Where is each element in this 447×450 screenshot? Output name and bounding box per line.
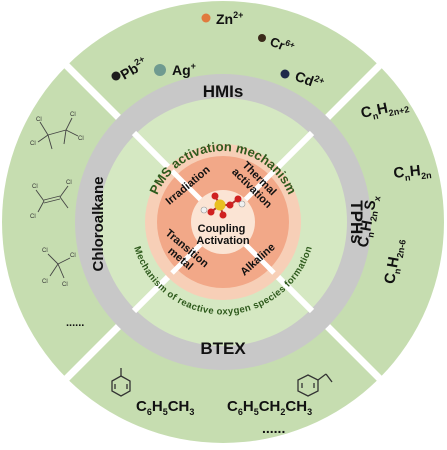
svg-text:Cl: Cl (70, 112, 76, 118)
chloroethane-structure-icon: Cl Cl Cl Cl (30, 112, 84, 150)
hmis-ions: Zn2+ Pb2+ Cr6+ Ag+ Cd2+ (111, 10, 326, 93)
svg-text:Cl: Cl (62, 282, 68, 288)
svg-text:Cl: Cl (66, 180, 72, 186)
ethylbenzene-structure-icon (297, 373, 333, 397)
coupling-activation-label: Coupling Activation (196, 223, 249, 247)
toluene-structure-icon (111, 368, 131, 397)
silver-ion-label: Ag+ (172, 61, 196, 78)
pms-molecule-icon (200, 192, 246, 219)
btex-section: C6H5CH3 C6H5CH2CH3 ...... (111, 368, 333, 436)
ethylbenzene-formula: C6H5CH2CH3 (227, 398, 312, 417)
btex-title: BTEX (200, 339, 246, 358)
aromatic-formula: CnH2n-6 (381, 237, 408, 285)
chloroalkane-ellipsis: ...... (66, 317, 84, 329)
cadmium-ion-dot (280, 69, 290, 79)
cadmium-ion-label: Cd2+ (293, 67, 326, 93)
btex-ellipsis: ...... (262, 420, 285, 436)
hmis-title: HMIs (203, 82, 244, 101)
svg-text:Cl: Cl (70, 253, 76, 259)
alkene-formula: CnH2n (393, 161, 432, 184)
svg-text:Cl: Cl (30, 141, 36, 147)
chloroethylene-structure-icon: Cl Cl Cl (30, 180, 72, 220)
toluene-formula: C6H5CH3 (136, 398, 194, 417)
lead-ion-label: Pb2+ (117, 54, 150, 83)
zinc-ion-dot (201, 13, 211, 23)
svg-text:Cl: Cl (36, 117, 42, 123)
chloromethane-structure-icon: Cl Cl Cl Cl (42, 248, 76, 288)
svg-text:Cl: Cl (42, 248, 48, 254)
lead-ion-dot (111, 71, 121, 81)
zinc-ion-label: Zn2+ (216, 10, 243, 27)
silver-ion-dot (154, 64, 166, 76)
alkane-formula: CnH2n+2 (359, 95, 410, 124)
svg-text:Cl: Cl (30, 214, 36, 220)
svg-text:Cl: Cl (32, 184, 38, 190)
chromium-ion-dot (258, 34, 266, 42)
svg-text:Cl: Cl (42, 279, 48, 285)
svg-text:Cl: Cl (78, 136, 84, 142)
chromium-ion-label: Cr6+ (268, 32, 297, 57)
tphs-title: TPHs (347, 200, 366, 243)
chloroalkane-section: Cl Cl Cl Cl Cl Cl Cl (30, 112, 84, 288)
sulfur-formula: CnH2nSx (355, 194, 383, 249)
chloroalkane-title: Chloroalkane (90, 176, 107, 271)
tphs-formulas: CnH2n+2 CnH2n CnH2nSx CnH2n-6 (355, 95, 433, 286)
core-center (191, 190, 255, 254)
